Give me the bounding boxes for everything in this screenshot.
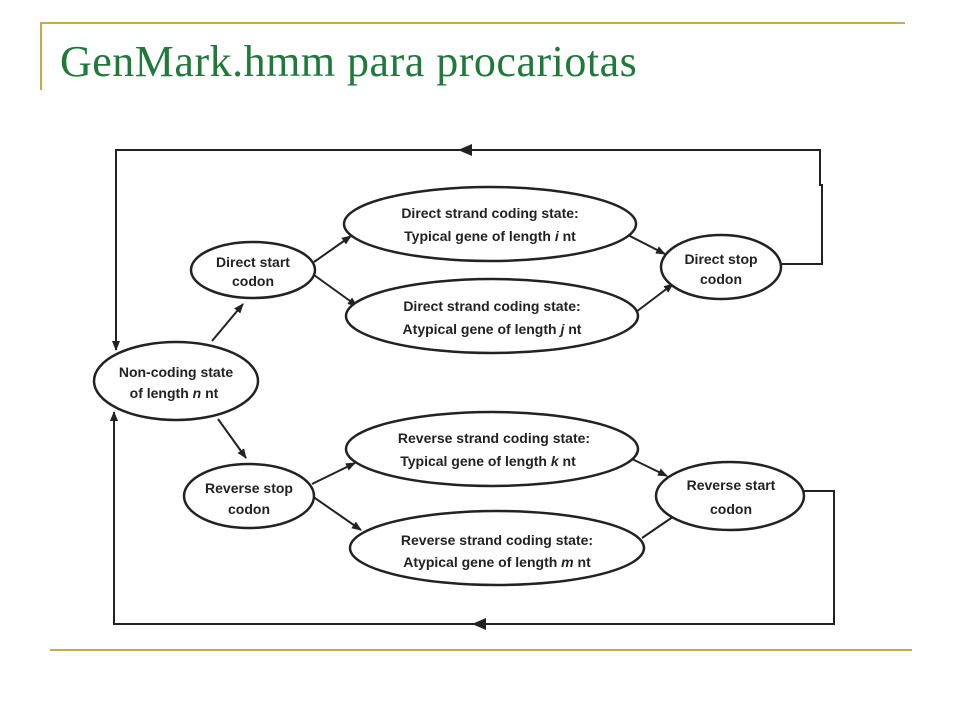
node-non-coding-line1: Non-coding state xyxy=(119,364,234,380)
node-direct-typical-line1: Direct strand coding state: xyxy=(401,205,578,221)
title-rule-horizontal xyxy=(40,22,905,24)
edge-reverse-stop-to-atypical xyxy=(311,495,362,531)
edge-atypical-to-direct-stop xyxy=(635,283,674,313)
node-direct-typical-line2: Typical gene of length i nt xyxy=(404,228,576,244)
footer-rule xyxy=(50,649,912,651)
edge-direct-start-to-atypical xyxy=(313,274,358,307)
top-loop-arrow-mark xyxy=(458,144,472,156)
node-direct-start-codon: Direct start codon xyxy=(189,240,317,300)
node-non-coding-state: Non-coding state of length n nt xyxy=(92,340,260,422)
edge-reverse-typical-to-start xyxy=(629,457,668,477)
edge-typical-to-direct-stop xyxy=(625,233,666,255)
node-reverse-stop-line2: codon xyxy=(228,501,270,517)
node-direct-stop-line1: Direct stop xyxy=(684,251,757,267)
title-rule-vertical xyxy=(40,22,42,90)
node-reverse-typical-line2: Typical gene of length k nt xyxy=(400,453,576,469)
node-direct-start-line1: Direct start xyxy=(216,254,290,270)
slide-title: GenMark.hmm para procariotas xyxy=(60,37,638,86)
node-non-coding-line2: of length n nt xyxy=(130,385,219,401)
edge-reverse-stop-to-typical xyxy=(311,462,356,485)
node-reverse-typical-line1: Reverse strand coding state: xyxy=(398,430,590,446)
node-reverse-atypical-line1: Reverse strand coding state: xyxy=(401,532,593,548)
node-reverse-stop-line1: Reverse stop xyxy=(205,480,293,496)
node-reverse-typical-state: Reverse strand coding state: Typical gen… xyxy=(344,410,640,488)
node-direct-stop-codon: Direct stop codon xyxy=(659,233,783,301)
node-direct-start-line2: codon xyxy=(232,273,274,289)
edge-direct-start-to-typical xyxy=(313,235,352,263)
node-direct-atypical-line1: Direct strand coding state: xyxy=(403,298,580,314)
node-reverse-stop-codon: Reverse stop codon xyxy=(182,462,316,530)
node-reverse-start-line1: Reverse start xyxy=(687,477,776,493)
node-direct-typical-state: Direct strand coding state: Typical gene… xyxy=(342,185,638,263)
node-reverse-start-codon: Reverse start codon xyxy=(654,460,806,532)
node-direct-atypical-state: Direct strand coding state: Atypical gen… xyxy=(344,277,640,355)
edge-reverse-start-to-noncoding xyxy=(110,411,835,625)
node-reverse-atypical-state: Reverse strand coding state: Atypical ge… xyxy=(348,509,646,587)
bottom-loop-arrow-mark xyxy=(472,618,486,630)
node-direct-atypical-line2: Atypical gene of length j nt xyxy=(403,321,582,337)
node-reverse-start-line2: codon xyxy=(710,501,752,517)
edge-noncoding-to-direct-start xyxy=(211,303,244,342)
node-direct-stop-line2: codon xyxy=(700,271,742,287)
edge-direct-stop-to-noncoding xyxy=(112,149,823,351)
node-reverse-atypical-line2: Atypical gene of length m nt xyxy=(403,554,591,570)
edge-noncoding-to-reverse-stop xyxy=(217,418,247,459)
